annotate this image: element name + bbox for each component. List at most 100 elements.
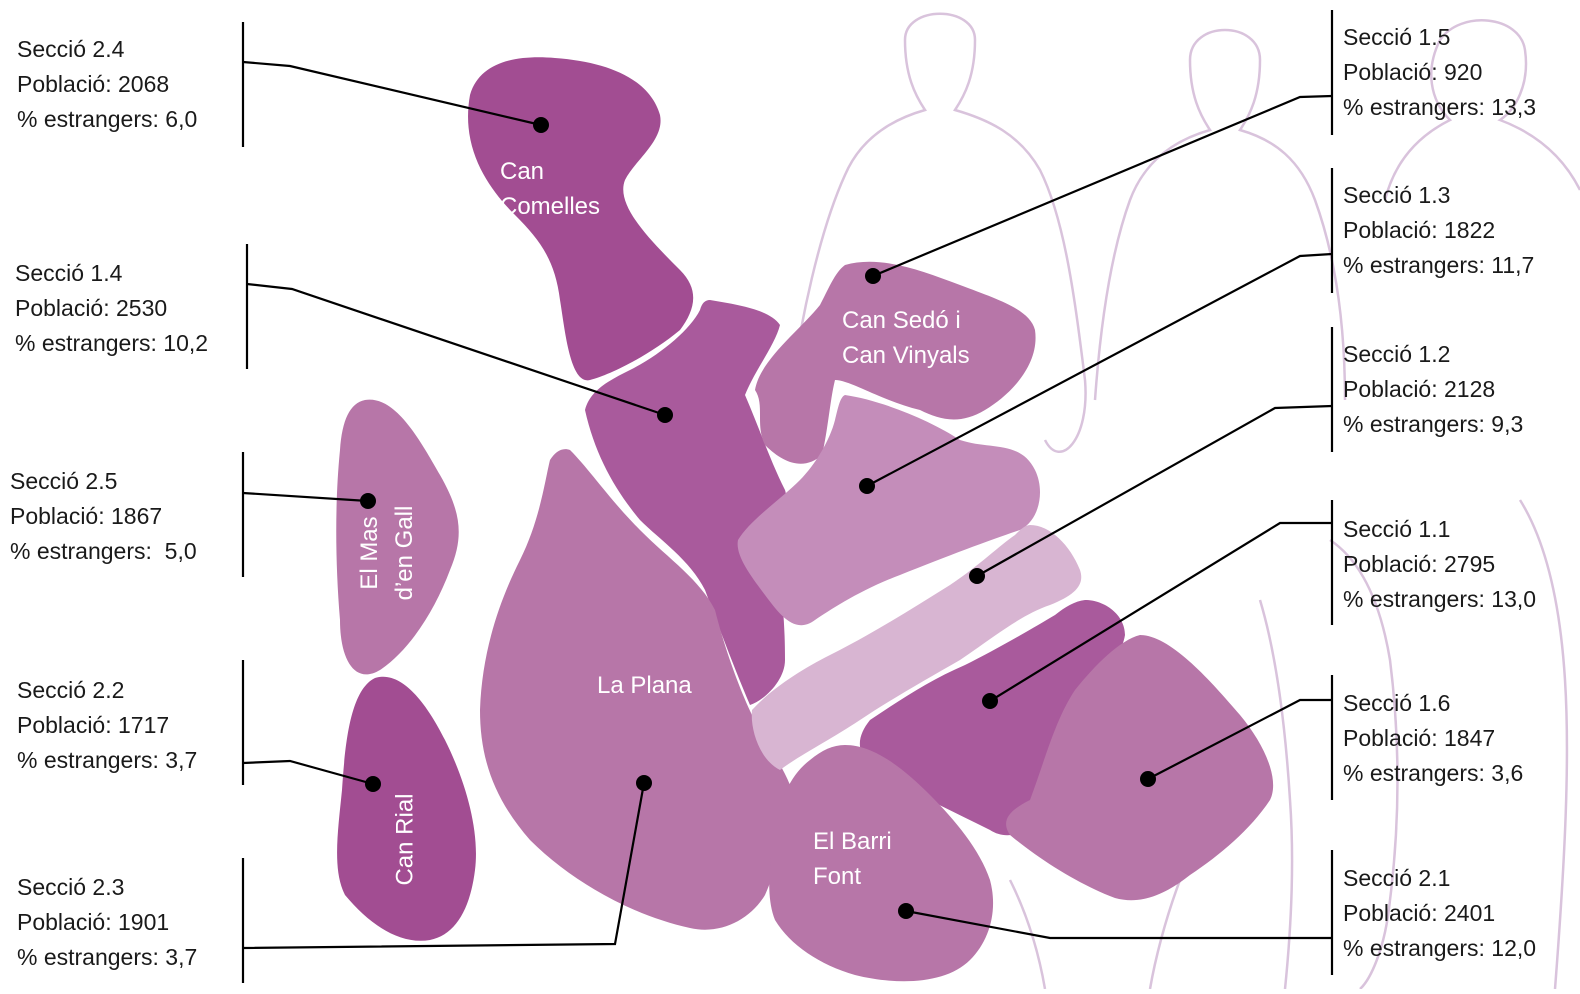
dot-1-1 (982, 693, 998, 709)
section-2-2-area (337, 676, 476, 941)
leader-2-4 (242, 60, 542, 127)
dot-2-5 (360, 493, 376, 509)
section-foreigners: % estrangers: 10,2 (15, 330, 209, 356)
dot-1-4 (657, 407, 673, 423)
section-foreigners: % estrangers: 3,6 (1343, 760, 1524, 786)
section-foreigners: % estrangers: 13,0 (1343, 586, 1537, 612)
label-el-mas-den-gall: El Mas d’en Gall (352, 488, 422, 618)
section-1-4-area (585, 300, 787, 705)
section-1-5-area (755, 261, 1036, 464)
section-2-5-area (336, 399, 459, 675)
section-foreigners: % estrangers: 6,0 (17, 106, 198, 132)
label-can-rial: Can Rial (388, 780, 423, 900)
dot-1-6 (1140, 771, 1156, 787)
section-population: Població: 1901 (17, 909, 170, 935)
section-population: Població: 2128 (1343, 376, 1496, 402)
label-can-comelles: Can Comelles (500, 154, 600, 224)
label-line: Can (500, 158, 545, 185)
dot-2-1 (898, 903, 914, 919)
section-title: Secció 1.2 (1343, 341, 1451, 367)
silhouette-figure (1383, 19, 1580, 201)
callout-section-1-3: Secció 1.3 Població: 1822 % estrangers: … (1343, 178, 1534, 283)
label-line: Can Vinyals (842, 342, 970, 369)
section-population: Població: 1847 (1343, 725, 1496, 751)
callout-section-2-3: Secció 2.3 Població: 1901 % estrangers: … (17, 870, 197, 975)
leader-1-2 (976, 404, 1333, 577)
dot-2-4 (533, 117, 549, 133)
section-foreigners: % estrangers: 9,3 (1343, 411, 1524, 437)
section-title: Secció 2.5 (10, 468, 118, 494)
leader-lines (241, 10, 1334, 983)
label-el-barri-font: El Barri Font (813, 824, 892, 894)
section-foreigners: % estrangers: 13,3 (1343, 94, 1537, 120)
leader-dots (360, 117, 1156, 919)
section-2-4-area (468, 57, 694, 381)
section-population: Població: 2530 (15, 295, 168, 321)
section-1-6-area (1006, 635, 1274, 901)
silhouette-figure (1518, 499, 1569, 990)
silhouette-figure (1258, 599, 1294, 990)
leader-1-4 (246, 282, 666, 417)
section-foreigners: % estrangers: 12,0 (1343, 935, 1537, 961)
section-title: Secció 1.5 (1343, 24, 1451, 50)
callout-section-2-5: Secció 2.5 Població: 1867 % estrangers: … (10, 464, 197, 569)
dot-2-2 (365, 776, 381, 792)
section-1-2-area (737, 395, 1040, 626)
section-population: Població: 2795 (1343, 551, 1496, 577)
section-2-1-area (769, 745, 994, 982)
leader-2-3 (242, 782, 646, 950)
dot-1-2 (969, 568, 985, 584)
label-line: El Barri (813, 828, 892, 855)
section-title: Secció 2.1 (1343, 865, 1451, 891)
census-sections (336, 57, 1274, 982)
callout-section-2-2: Secció 2.2 Població: 1717 % estrangers: … (17, 673, 197, 778)
dot-1-5 (865, 268, 881, 284)
leader-2-5 (242, 491, 369, 503)
callout-section-1-1: Secció 1.1 Població: 2795 % estrangers: … (1343, 512, 1536, 617)
section-foreigners: % estrangers: 11,7 (1343, 252, 1535, 278)
section-title: Secció 2.2 (17, 677, 125, 703)
section-foreigners: % estrangers: 3,7 (17, 944, 198, 970)
silhouette-figure (1329, 538, 1399, 990)
section-title: Secció 2.4 (17, 36, 125, 62)
label-line: El Mas (356, 516, 383, 590)
callout-section-1-4: Secció 1.4 Població: 2530 % estrangers: … (15, 256, 208, 361)
background-silhouettes (788, 12, 1580, 990)
callout-section-1-5: Secció 1.5 Població: 920 % estrangers: 1… (1343, 20, 1536, 125)
section-1-3-area (751, 525, 1082, 770)
label-can-sedo-can-vinyals: Can Sedó i Can Vinyals (842, 303, 970, 373)
dot-2-3 (636, 775, 652, 791)
leader-1-1 (989, 521, 1332, 702)
callout-section-2-4: Secció 2.4 Població: 2068 % estrangers: … (17, 32, 197, 137)
leader-1-6 (1147, 698, 1332, 780)
section-population: Població: 920 (1343, 59, 1483, 85)
label-la-plana: La Plana (597, 668, 692, 703)
section-population: Població: 1867 (10, 503, 163, 529)
dot-1-3 (859, 478, 875, 494)
silhouette-figure (788, 12, 1087, 453)
section-population: Població: 1717 (17, 712, 170, 738)
label-line: La Plana (597, 672, 692, 699)
leader-2-2 (242, 759, 374, 786)
section-title: Secció 2.3 (17, 874, 125, 900)
section-foreigners: % estrangers: 5,0 (10, 538, 197, 564)
section-population: Població: 2068 (17, 71, 170, 97)
section-2-3-area (480, 449, 790, 930)
label-line: d’en Gall (391, 505, 418, 601)
callout-section-1-6: Secció 1.6 Població: 1847 % estrangers: … (1343, 686, 1523, 791)
leader-1-5 (872, 94, 1333, 278)
label-line: Can Sedó i (842, 307, 961, 334)
section-title: Secció 1.3 (1343, 182, 1451, 208)
label-line: Can Rial (391, 793, 419, 886)
leader-1-3 (866, 252, 1333, 487)
section-title: Secció 1.4 (15, 260, 123, 286)
leader-2-1 (905, 909, 1332, 940)
callout-section-1-2: Secció 1.2 Població: 2128 % estrangers: … (1343, 337, 1523, 442)
section-title: Secció 1.6 (1343, 690, 1451, 716)
section-population: Població: 1822 (1343, 217, 1496, 243)
silhouette-figure (1093, 28, 1347, 401)
label-line: Font (813, 863, 862, 890)
label-line: Comelles (500, 193, 601, 220)
